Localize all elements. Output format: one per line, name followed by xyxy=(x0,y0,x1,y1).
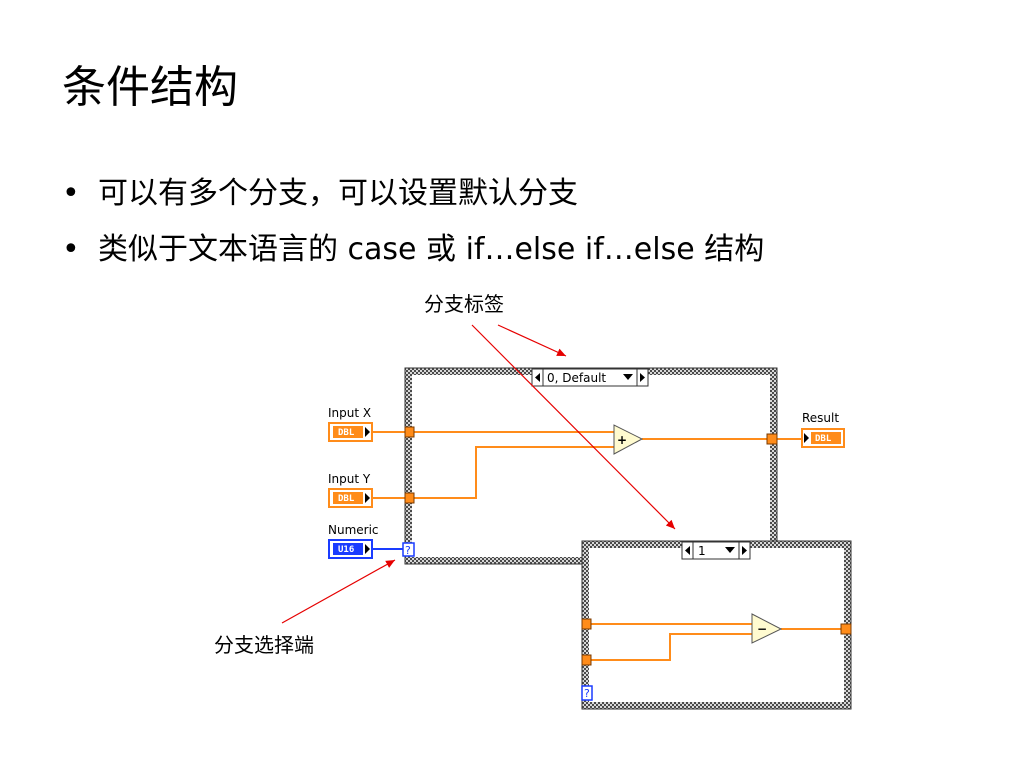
prev-arrow-icon xyxy=(535,373,540,382)
dropdown-arrow-icon xyxy=(623,374,633,380)
case-label-callout: 分支标签 xyxy=(424,292,504,316)
result-type-box xyxy=(811,432,841,444)
bullet-list: • 可以有多个分支，可以设置默认分支 • 类似于文本语言的 case 或 if…el… xyxy=(62,166,764,278)
case-selector-callout: 分支选择端 xyxy=(214,633,314,657)
case-label-one[interactable]: 1 xyxy=(681,541,751,560)
input-y-label: Input Y xyxy=(328,472,371,486)
input-x-control[interactable]: DBL xyxy=(328,422,373,442)
numeric-control[interactable]: U16 xyxy=(328,539,373,559)
arrow-to-case-label-one xyxy=(471,324,676,530)
bullet-text: 可以有多个分支，可以设置默认分支 xyxy=(98,176,578,211)
tunnel-input-x xyxy=(404,426,415,438)
numeric-type: U16 xyxy=(338,545,354,555)
case-selector-terminal[interactable] xyxy=(402,542,415,557)
slide-title: 条件结构 xyxy=(62,62,238,113)
tunnel-input-y xyxy=(404,492,415,504)
double-wires-default xyxy=(372,431,802,499)
case-structure-default xyxy=(404,367,778,565)
bullet-dot: • xyxy=(62,232,80,267)
bullet-item: • 可以有多个分支，可以设置默认分支 xyxy=(62,166,764,222)
tunnel-input-y-case1 xyxy=(581,654,592,666)
tunnel-result xyxy=(766,433,778,445)
add-function[interactable] xyxy=(613,424,644,455)
input-x-type-box xyxy=(333,426,363,438)
input-y-control[interactable]: DBL xyxy=(328,488,373,508)
input-arrow-icon xyxy=(804,433,809,443)
double-wires-one xyxy=(591,623,841,661)
prev-arrow-icon xyxy=(685,546,690,555)
bullet-item: • 类似于文本语言的 case 或 if…else if…else 结构 xyxy=(62,222,764,278)
tunnel-result-case1 xyxy=(840,623,852,635)
arrow-to-case-label-default xyxy=(497,324,567,357)
case-selector-glyph: ? xyxy=(405,544,411,557)
subtract-function[interactable] xyxy=(751,613,783,644)
output-arrow-icon xyxy=(365,427,370,437)
result-indicator[interactable]: DBL xyxy=(801,428,845,448)
wire-y-to-subtract xyxy=(591,633,752,661)
input-y-type: DBL xyxy=(338,494,355,504)
subtract-glyph: − xyxy=(757,622,767,636)
bullet-text: 类似于文本语言的 case 或 if…else if…else 结构 xyxy=(98,232,765,267)
arrow-to-case-selector xyxy=(281,559,396,624)
numeric-label: Numeric xyxy=(328,523,379,537)
case-label-default[interactable]: 0, Default xyxy=(531,368,649,387)
next-arrow-icon xyxy=(742,546,747,555)
wire-y-to-add xyxy=(414,446,614,499)
input-y-type-box xyxy=(333,492,363,504)
add-glyph: + xyxy=(617,433,627,447)
tunnel-input-x-case1 xyxy=(581,618,592,630)
case-selector-terminal-case1[interactable] xyxy=(581,685,593,701)
case-label-text-one: 1 xyxy=(698,544,706,558)
bullet-dot: • xyxy=(62,176,80,211)
result-label: Result xyxy=(802,411,839,425)
numeric-type-box xyxy=(333,543,363,555)
result-type: DBL xyxy=(815,434,832,444)
dropdown-arrow-icon xyxy=(725,547,735,553)
next-arrow-icon xyxy=(640,373,645,382)
output-arrow-icon xyxy=(365,544,370,554)
case-interior-default xyxy=(412,375,770,557)
annotation-arrows xyxy=(281,324,676,624)
case-selector-glyph-case1: ? xyxy=(584,687,590,700)
input-x-type: DBL xyxy=(338,428,355,438)
case-label-text: 0, Default xyxy=(547,371,606,385)
output-arrow-icon xyxy=(365,493,370,503)
input-x-label: Input X xyxy=(328,406,371,420)
